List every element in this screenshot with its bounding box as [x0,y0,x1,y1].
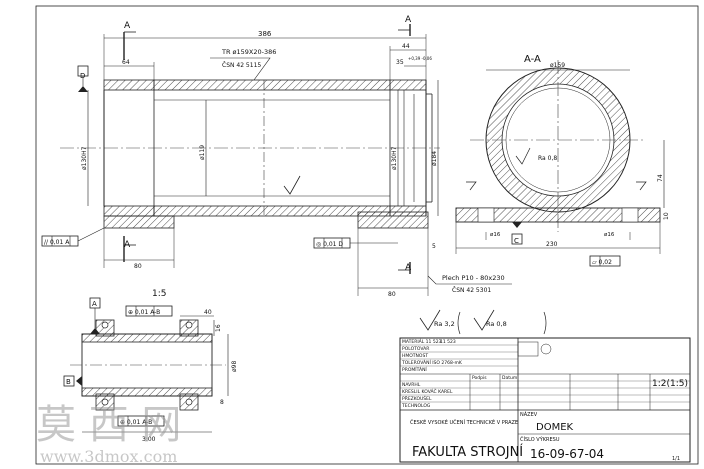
tb-kreslil: KRESLIL KOVÁČ KAREL [402,388,453,395]
detail-scale: 1:5 [152,289,166,299]
tb-promitani: PROMÍTÁNÍ [402,366,427,373]
dim-gap: 5 [432,243,436,250]
datum-b: B [66,378,71,386]
tb-scale: 1:2(1:5) [652,379,688,389]
dim-bore-right: ø130H7 [391,146,398,170]
flat-std: ČSN 42 5301 [452,287,491,294]
section-mark-a-right-bottom: A [405,263,412,273]
tol-flat: ⏥ 0,02 [592,259,612,266]
dim-groove: 35 [396,59,404,66]
watermark-brand: 莫 西 网 [36,402,181,448]
dim-hole-right: ø16 [604,232,615,238]
roughness-section: Ra 0,8 [538,155,557,162]
tb-navrhl: NAVRHL [402,382,421,388]
tb-number-label: ČÍSLO VÝKRESU [520,436,560,443]
tb-hmotnost: HMOTNOST [402,353,428,359]
detail-h1: 16 [215,324,222,332]
main-view [41,24,512,296]
tb-name: DOMEK [536,422,574,433]
dim-right-step: 44 [402,43,410,50]
tb-col-podpis: Podpis [472,375,487,381]
dim-flange-right: 80 [388,291,396,298]
dim-section-width: 230 [546,241,558,248]
detail-total: 3:00 [142,436,156,443]
dim-section-flange: 10 [663,212,670,220]
sheet-border [35,5,699,465]
tb-polotovar: POLOTOVAR [402,346,429,352]
tol-pos-bottom: ⊕ 0,01 A-B [120,419,152,426]
dim-section-outer: ø159 [550,62,565,69]
finish-r2: Ra 0,8 [486,320,507,328]
dim-bore-mid: ø119 [199,145,206,160]
dim-section-height: 74 [657,174,664,182]
dim-groove-tol: +0,39 -0,06 [408,56,432,61]
tb-tolerance: TOLEROVÁNÍ ISO 2768-mK [401,359,463,366]
detail-view [63,297,229,433]
tb-faculty: FAKULTA STROJNÍ [412,444,523,460]
datum-d: D [80,72,85,80]
dim-flange-left: 80 [134,263,142,270]
detail-w2: 8 [220,399,224,406]
section-mark-a-top: A [124,21,131,31]
tb-sheet: 1/1 [672,456,680,462]
tol-coax: ◎ 0,01 D [316,241,343,248]
datum-c: C [514,237,519,245]
watermark-url: www.3dmox.com [40,447,177,466]
dim-outer-right: ø184 [431,151,438,166]
tb-col-datum: Datum [502,375,517,381]
tb-university: ČESKÉ VYSOKÉ UČENÍ TECHNICKÉ V PRAZE [410,418,518,426]
dim-overall-length: 386 [258,30,272,38]
dim-bore-left: ø130H7 [81,146,88,170]
tol-pos-top: ⊕ 0,01 A-B [128,309,160,316]
tb-prezkousel: PŘEZKOUŠEL [402,394,432,402]
section-title: A-A [524,54,541,65]
section-view [455,60,665,267]
section-mark-a-bottom: A [124,240,131,250]
datum-a: A [92,300,97,308]
tol-parallel: // 0,01 A [44,239,70,246]
tb-technolog: TECHNOLOG [401,403,431,409]
title-block [399,309,691,463]
finish-r1: Ra 3,2 [434,320,455,328]
thread-note: TR ø159X20-386 [221,48,276,56]
thread-std: ČSN 42 5115 [222,62,261,69]
section-mark-a-right-top: A [405,15,412,25]
flat-note: Plech P10 - 80x230 [442,274,505,282]
dim-hole-left: ø16 [490,232,501,238]
tb-name-label: NÁZEV [520,411,538,418]
tb-number: 16-09-67-04 [530,447,604,461]
watermark: 莫 西 网 www.3dmox.com [36,402,181,466]
dim-left-step: 64 [122,59,130,66]
labels: A A A A A-A 386 64 44 35 +0,39 -0,06 TR … [44,15,688,462]
detail-h2: ø98 [231,361,238,372]
tb-material: MATERIÁL 11 523 [402,338,442,345]
tb-material-value: 11 523 [440,339,456,345]
detail-w1: 40 [204,309,212,316]
